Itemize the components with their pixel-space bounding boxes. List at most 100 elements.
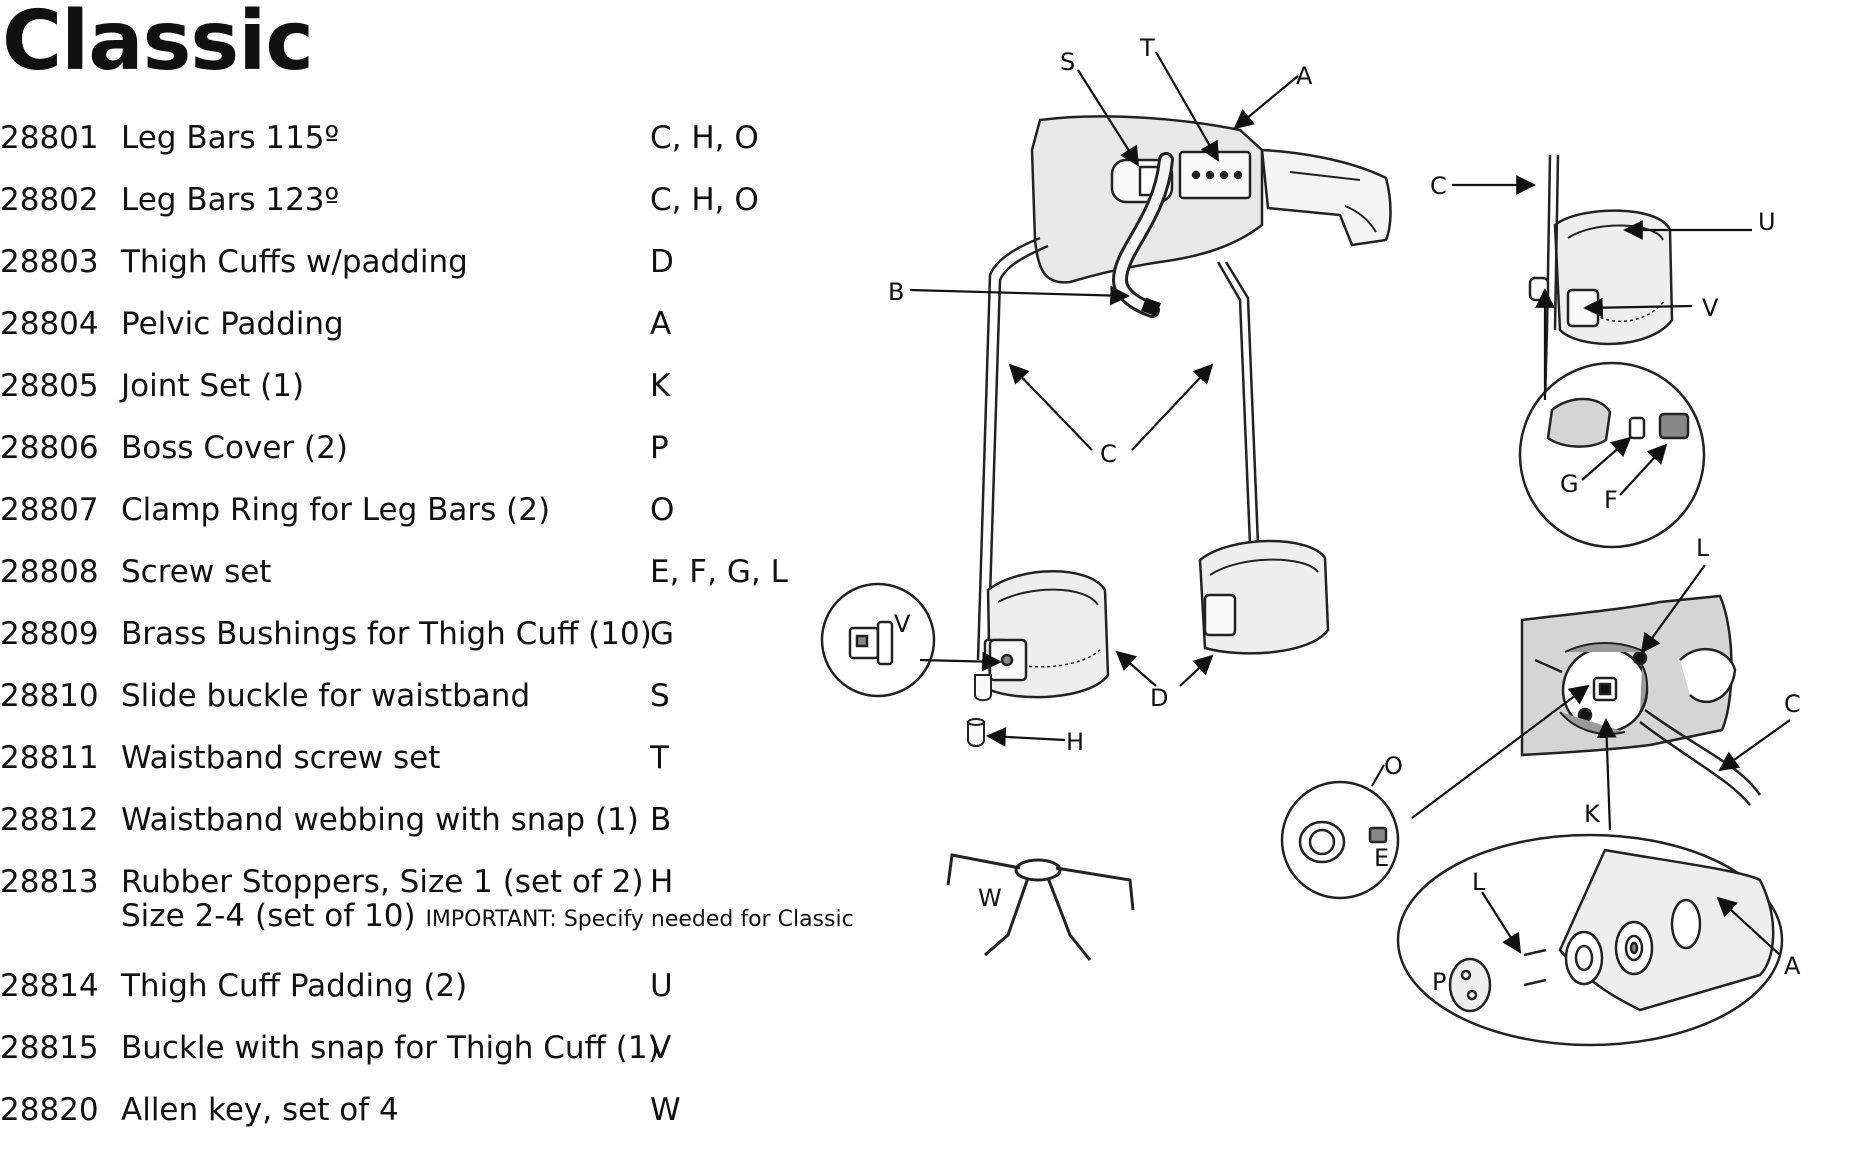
part-row: 28804 Pelvic Padding A	[0, 306, 820, 360]
part-number: 28812	[0, 802, 99, 838]
part-name: Allen key, set of 4	[121, 1092, 399, 1128]
label-c-detail: C	[1430, 172, 1447, 200]
part-row: 28820 Allen key, set of 4 W	[0, 1092, 820, 1146]
rubber-stopper-detail	[967, 718, 985, 747]
part-codes: E, F, G, L	[650, 554, 788, 590]
label-c: C	[1100, 440, 1117, 468]
part-name: Boss Cover (2)	[121, 430, 348, 466]
part-number: 28807	[0, 492, 99, 528]
part-codes: A	[650, 306, 672, 342]
part-name: Leg Bars 115º	[121, 120, 340, 156]
leg-bars	[976, 236, 1260, 661]
part-row: 28806 Boss Cover (2) P	[0, 430, 820, 484]
part-number: 28814	[0, 968, 99, 1004]
part-number: 28811	[0, 740, 99, 776]
part-number: 28802	[0, 182, 99, 218]
part-codes: H	[650, 864, 674, 900]
part-codes: P	[650, 430, 669, 466]
buckle-detail-circle	[820, 582, 936, 698]
joint-detail	[1520, 594, 1762, 806]
part-name: Joint Set (1)	[121, 368, 305, 404]
part-row: 28801 Leg Bars 115º C, H, O	[0, 120, 820, 174]
label-k: K	[1584, 800, 1601, 828]
part-codes: V	[650, 1030, 672, 1066]
part-name: Slide buckle for waistband	[121, 678, 531, 714]
part-codes: C, H, O	[650, 120, 759, 156]
part-sub-name: Size 2-4 (set of 10)	[121, 898, 416, 934]
part-name: Pelvic Padding	[121, 306, 344, 342]
part-row: 28814 Thigh Cuff Padding (2) U	[0, 968, 820, 1022]
label-l: L	[1696, 534, 1710, 562]
label-a: A	[1296, 62, 1313, 90]
part-note: IMPORTANT: Specify needed for Classic	[425, 907, 854, 932]
part-subline: Size 2-4 (set of 10) IMPORTANT: Specify …	[121, 898, 854, 934]
label-g: G	[1560, 470, 1579, 498]
label-s: S	[1060, 48, 1075, 76]
waistband-strap	[1260, 148, 1392, 247]
page-title: Classic	[2, 0, 314, 89]
part-number: 28820	[0, 1092, 99, 1128]
part-row: 28812 Waistband webbing with snap (1) B	[0, 802, 820, 856]
part-codes: O	[650, 492, 675, 528]
part-row: 28809 Brass Bushings for Thigh Cuff (10)…	[0, 616, 820, 670]
part-name: Screw set	[121, 554, 272, 590]
part-name: Brass Bushings for Thigh Cuff (10)	[121, 616, 652, 652]
clamp-ring-detail-circle	[1280, 780, 1400, 900]
joint-exploded-ellipse	[1396, 833, 1784, 1047]
buckle-left	[988, 638, 1028, 682]
part-number: 28805	[0, 368, 99, 404]
part-name: Rubber Stoppers, Size 1 (set of 2)	[121, 864, 644, 900]
part-codes: D	[650, 244, 674, 280]
label-w: W	[978, 884, 1002, 912]
part-codes: S	[650, 678, 670, 714]
waistband-screw-plate	[1178, 150, 1252, 200]
part-row: 28808 Screw set E, F, G, L	[0, 554, 820, 608]
label-b: B	[888, 278, 904, 306]
label-u: U	[1758, 208, 1776, 236]
part-codes: T	[650, 740, 669, 776]
callout-arrows	[909, 51, 1791, 956]
part-codes: K	[650, 368, 671, 404]
label-v-detail: V	[1702, 294, 1719, 322]
label-p: P	[1432, 968, 1446, 996]
part-codes: G	[650, 616, 675, 652]
part-row: 28810 Slide buckle for waistband S	[0, 678, 820, 732]
part-codes: W	[650, 1092, 681, 1128]
part-name: Buckle with snap for Thigh Cuff (1)	[121, 1030, 660, 1066]
part-number: 28808	[0, 554, 99, 590]
label-d: D	[1150, 684, 1168, 712]
label-e: E	[1374, 844, 1389, 872]
part-codes: B	[650, 802, 672, 838]
callout-labels: S T A B C D H V W C U V G F L C O E K L …	[888, 34, 1801, 996]
label-c-joint: C	[1784, 690, 1801, 718]
part-row: 28805 Joint Set (1) K	[0, 368, 820, 422]
part-name: Thigh Cuff Padding (2)	[121, 968, 468, 1004]
label-h: H	[1066, 728, 1084, 756]
part-number: 28804	[0, 306, 99, 342]
part-name: Clamp Ring for Leg Bars (2)	[121, 492, 551, 528]
part-name: Leg Bars 123º	[121, 182, 340, 218]
part-number: 28810	[0, 678, 99, 714]
label-l-exploded: L	[1472, 868, 1486, 896]
rubber-stopper	[974, 674, 992, 702]
part-name: Waistband webbing with snap (1)	[121, 802, 639, 838]
label-f: F	[1604, 486, 1618, 514]
part-codes: U	[650, 968, 673, 1004]
part-name: Waistband screw set	[121, 740, 441, 776]
label-v: V	[894, 610, 911, 638]
part-row: 28803 Thigh Cuffs w/padding D	[0, 244, 820, 298]
thigh-cuff-right	[1198, 539, 1330, 655]
label-o: O	[1384, 752, 1403, 780]
part-number: 28813	[0, 864, 99, 900]
part-number: 28806	[0, 430, 99, 466]
part-number: 28803	[0, 244, 99, 280]
part-codes: C, H, O	[650, 182, 759, 218]
part-number: 28801	[0, 120, 99, 156]
part-row: 28815 Buckle with snap for Thigh Cuff (1…	[0, 1030, 820, 1084]
part-row: 28813 Rubber Stoppers, Size 1 (set of 2)…	[0, 864, 854, 960]
part-row: 28811 Waistband screw set T	[0, 740, 820, 794]
part-row: 28807 Clamp Ring for Leg Bars (2) O	[0, 492, 820, 546]
part-number: 28809	[0, 616, 99, 652]
allen-keys	[946, 853, 1135, 961]
